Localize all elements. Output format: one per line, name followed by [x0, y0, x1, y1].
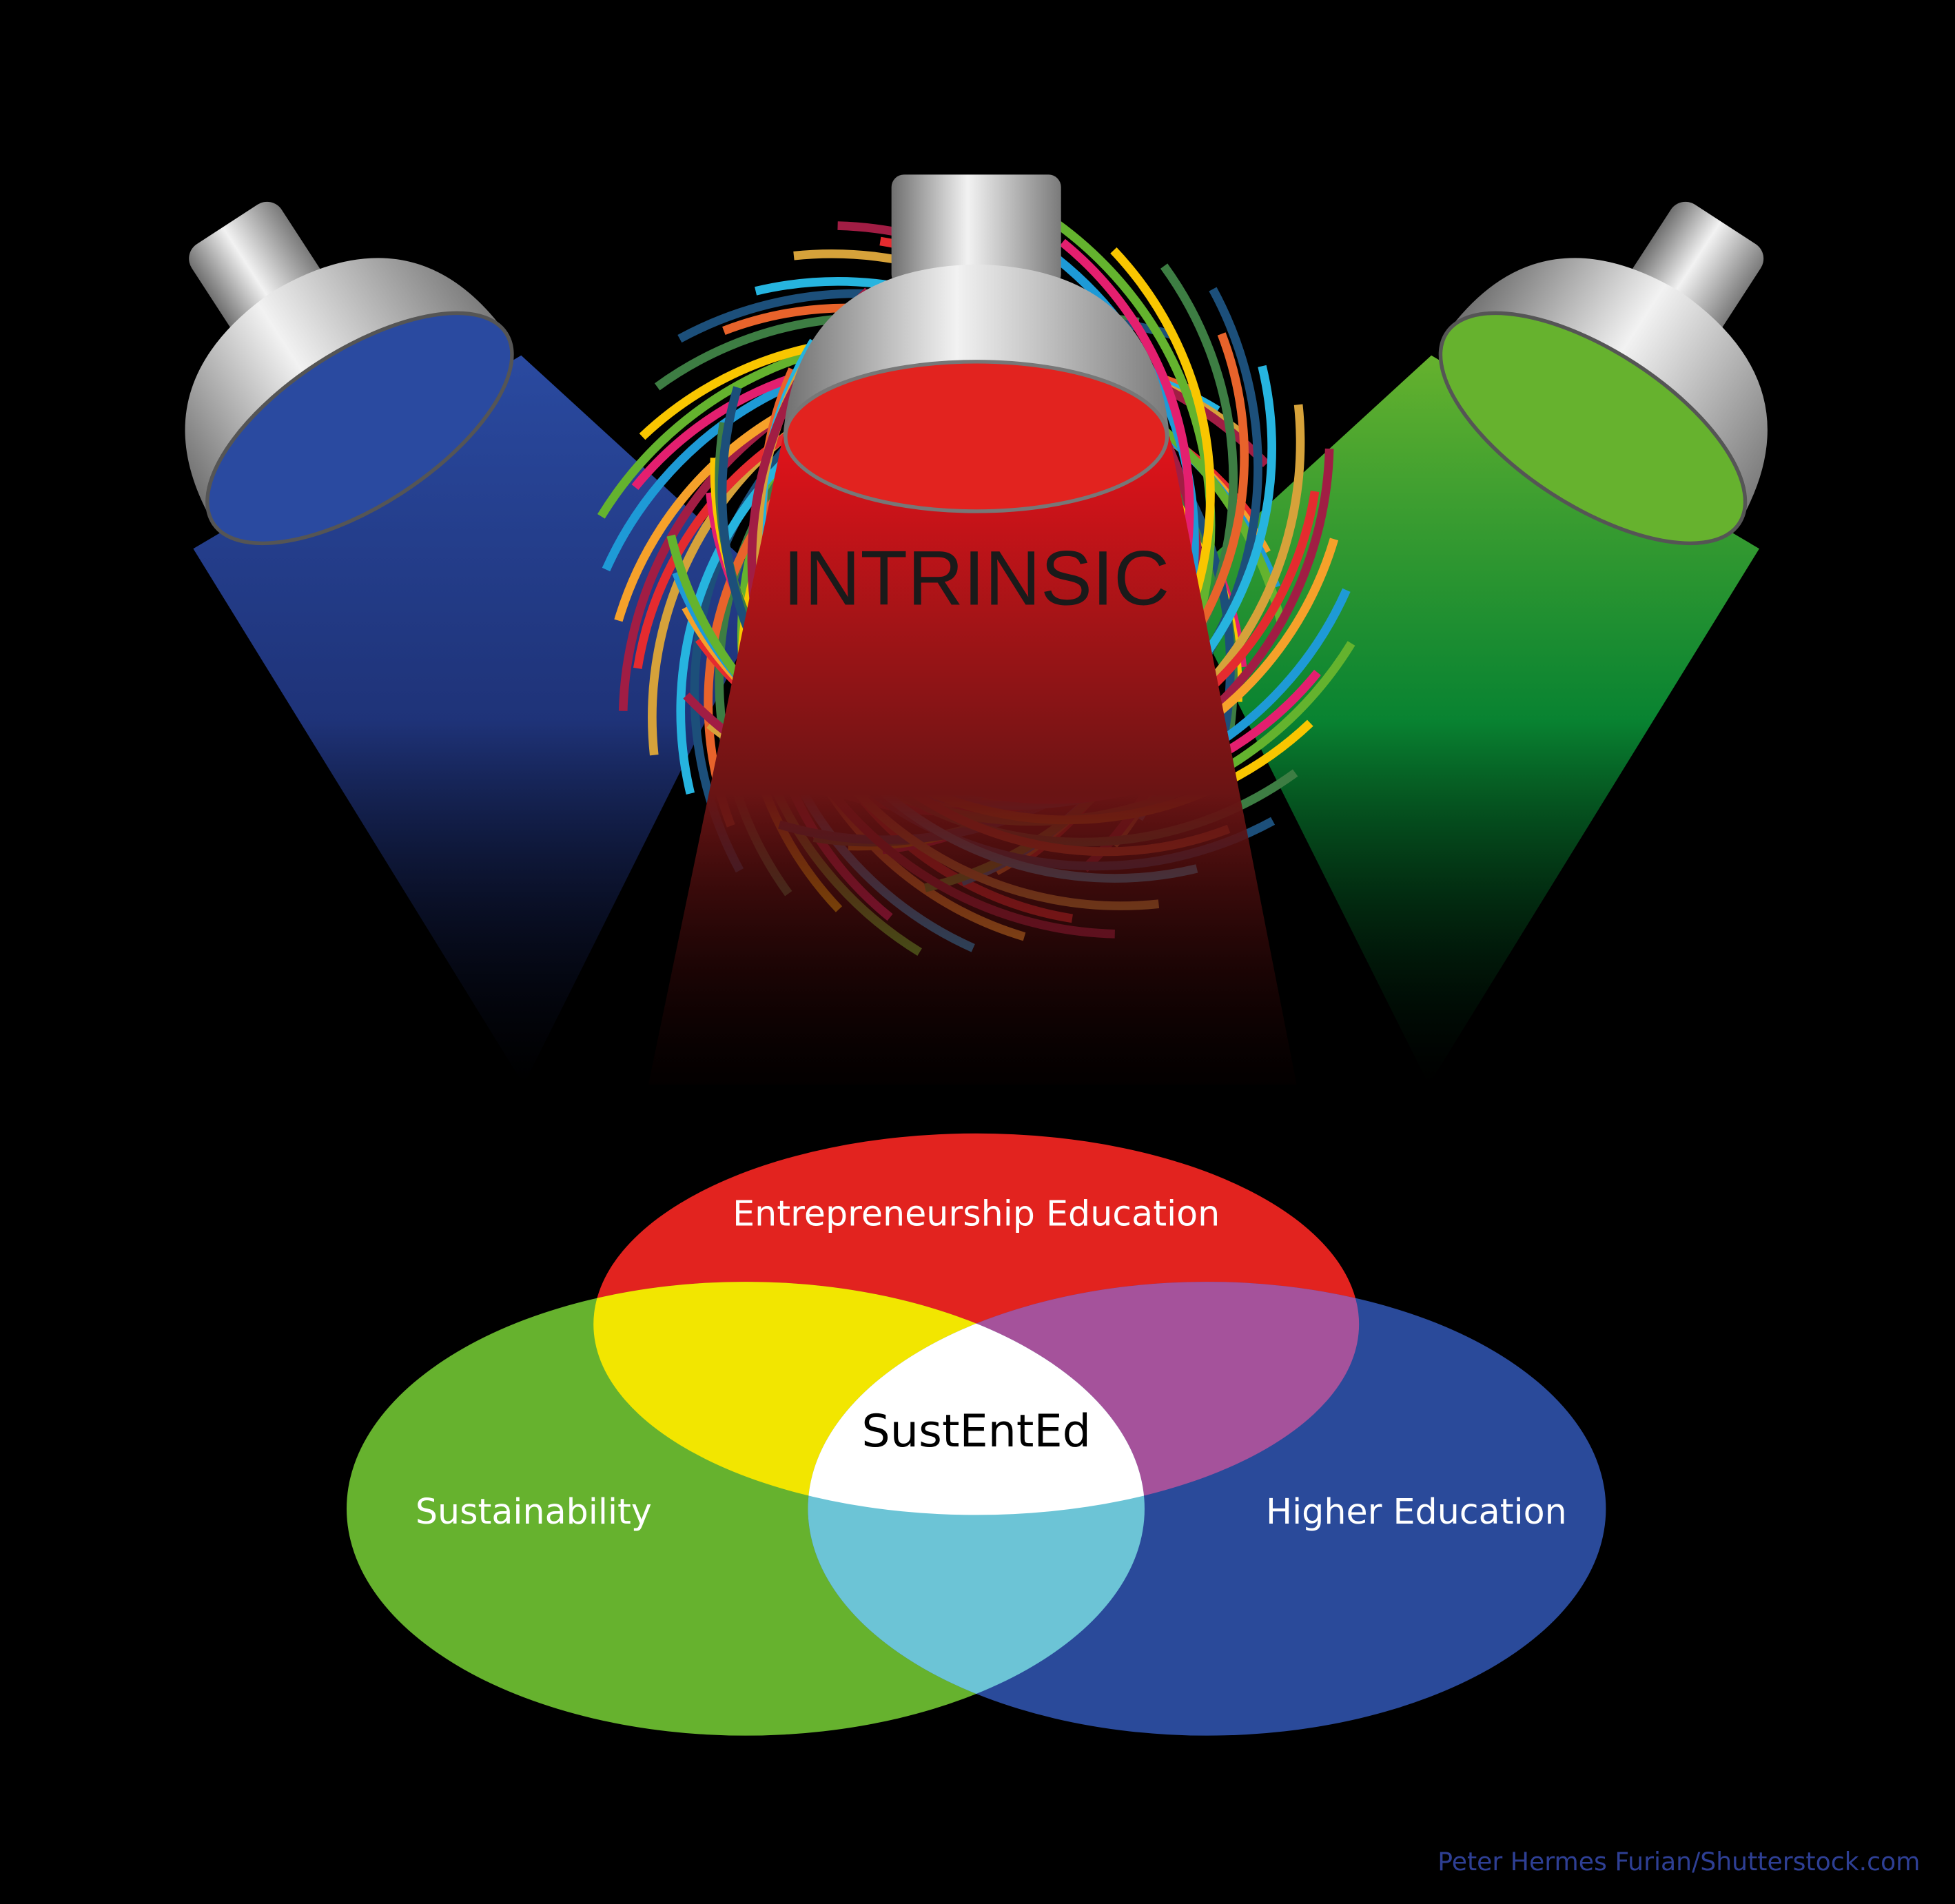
label-entrepreneurship-education: Entrepreneurship Education: [733, 1194, 1220, 1234]
venn-diagram: Entrepreneurship Education Sustainabilit…: [346, 1133, 1606, 1736]
label-sustented: SustEntEd: [861, 1406, 1091, 1457]
red-spotlight: INTRINSIC: [648, 174, 1297, 1085]
credit-text: Peter Hermes Furian/Shutterstock.com: [1437, 1847, 1920, 1876]
red-lamp-socket: [891, 174, 1061, 287]
blue-spotlight: [185, 201, 773, 1085]
blue-lamp-lens: [205, 311, 514, 546]
label-sustainability: Sustainability: [416, 1491, 652, 1532]
green-light-beam: [1179, 355, 1759, 1085]
green-lamp-lens: [1438, 311, 1748, 546]
label-higher-education: Higher Education: [1266, 1491, 1567, 1532]
venn-overlap-center: [808, 1282, 1145, 1515]
blue-light-beam: [193, 355, 773, 1085]
green-spotlight: [1179, 201, 1768, 1085]
red-lamp-lens: [784, 360, 1169, 513]
intrinsic-label: INTRINSIC: [783, 535, 1169, 622]
red-light-beam: [648, 436, 1297, 1085]
